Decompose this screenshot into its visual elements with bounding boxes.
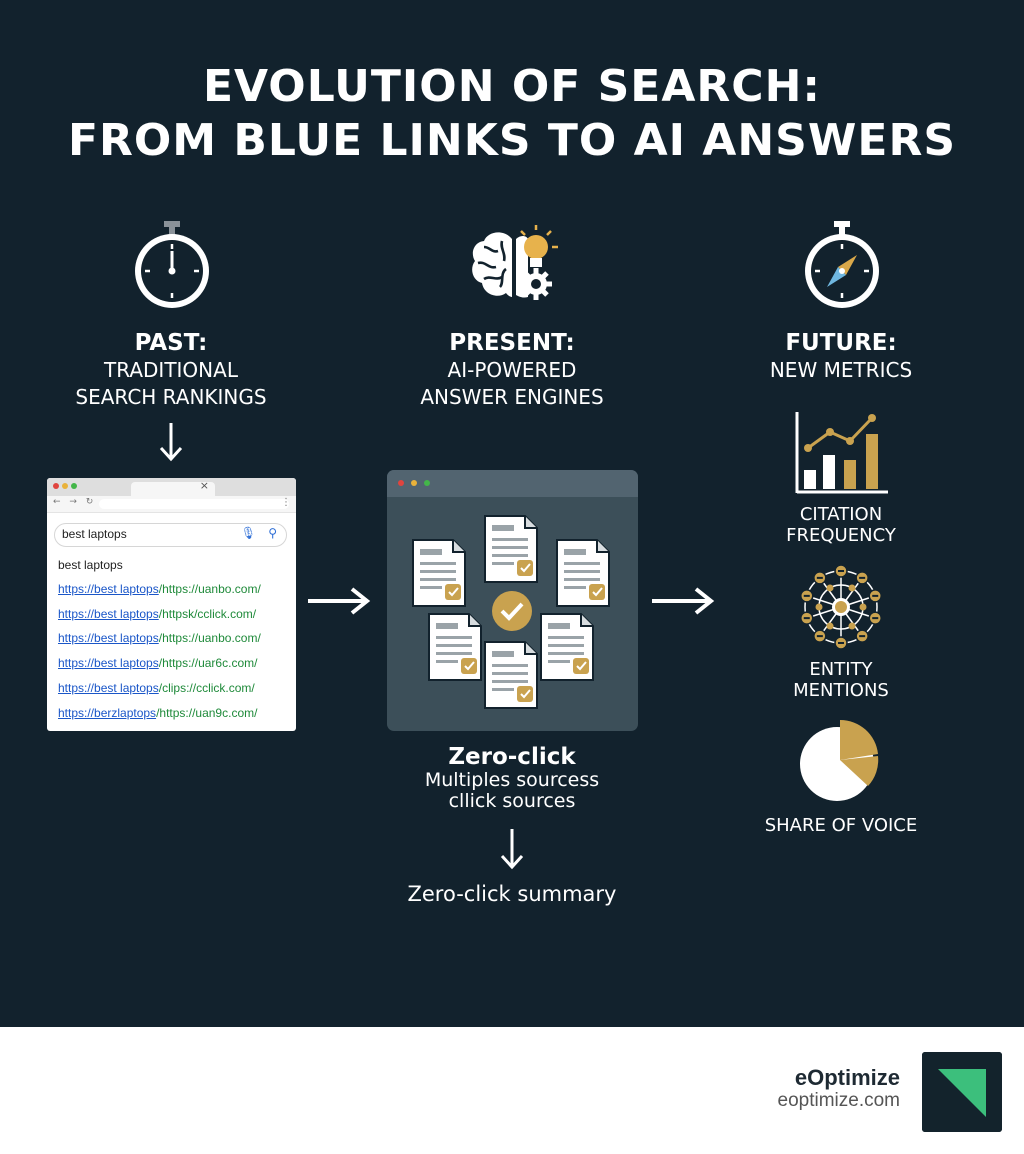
document-icon xyxy=(412,539,466,607)
down-arrow-icon xyxy=(500,829,524,870)
address-bar[interactable] xyxy=(99,499,289,509)
title-line-2: FROM BLUE LINKS TO AI ANSWERS xyxy=(67,115,957,166)
microphone-icon[interactable]: 🎙 xyxy=(240,526,256,540)
stopwatch-icon xyxy=(135,221,209,308)
present-heading: PRESENT: xyxy=(449,330,575,356)
ai-answer-panel xyxy=(387,470,638,731)
minimize-dot-icon xyxy=(62,483,68,489)
search-result[interactable]: https://best laptops/https://uanbo.com/ xyxy=(58,631,261,645)
navigation-icons[interactable]: ← → ↻ xyxy=(53,497,97,507)
results-query-label: best laptops xyxy=(58,558,123,572)
result-link[interactable]: https://best laptops xyxy=(58,681,159,695)
metric-share-of-voice: SHARE OF VOICE xyxy=(764,815,918,836)
past-subtitle-2: SEARCH RANKINGS xyxy=(75,385,267,409)
footer: eOptimize eoptimize.com xyxy=(0,1027,1024,1154)
search-icon[interactable]: ⚲ xyxy=(268,526,277,540)
close-dot-icon xyxy=(398,480,404,486)
result-link[interactable]: https://berzlaptops xyxy=(58,706,157,720)
result-link[interactable]: https://best laptops xyxy=(58,656,159,670)
document-icon xyxy=(484,515,538,583)
zero-click-summary: Zero-click summary xyxy=(407,882,617,906)
present-caption-title: Zero-click xyxy=(448,744,576,770)
present-subtitle-2: ANSWER ENGINES xyxy=(420,385,604,409)
close-dot-icon xyxy=(53,483,59,489)
minimize-dot-icon xyxy=(411,480,417,486)
result-link[interactable]: https://best laptops xyxy=(58,631,159,645)
present-caption-line-2: Multiples sourcess xyxy=(424,769,600,791)
past-heading: PAST: xyxy=(134,330,208,356)
brand-url[interactable]: eoptimize.com xyxy=(777,1090,901,1111)
panel-title-bar xyxy=(387,470,638,497)
dark-background: EVOLUTION OF SEARCH: FROM BLUE LINKS TO … xyxy=(0,0,1024,1027)
entity-network-icon xyxy=(800,564,882,650)
search-result[interactable]: https://best laptops/clips://cclick.com/ xyxy=(58,681,255,695)
source-documents xyxy=(412,515,610,709)
metric-citation-line-1: CITATION xyxy=(799,504,883,525)
right-arrow-icon xyxy=(652,587,715,615)
search-result[interactable]: https://berzlaptops/https://uan9c.com/ xyxy=(58,706,257,720)
result-link[interactable]: https://best laptops xyxy=(58,607,159,621)
maximize-dot-icon xyxy=(71,483,77,489)
title-line-1: EVOLUTION OF SEARCH: xyxy=(202,61,822,112)
menu-icon[interactable]: ⋮ xyxy=(281,497,291,508)
browser-toolbar: ← → ↻ ⋮ xyxy=(47,496,296,513)
browser-window: × ← → ↻ ⋮ best laptops 🎙 ⚲ best laptops … xyxy=(47,478,296,731)
result-url: /https://uanbo.com/ xyxy=(158,631,261,645)
past-subtitle-1: TRADITIONAL xyxy=(104,358,238,382)
brain-lightbulb-gear-icon xyxy=(472,225,558,300)
pie-chart-icon xyxy=(800,719,879,801)
metric-entity-line-2: MENTIONS xyxy=(793,680,889,701)
logo-icon xyxy=(922,1052,1002,1132)
document-icon xyxy=(428,613,482,681)
future-subtitle: NEW METRICS xyxy=(769,358,913,382)
search-result[interactable]: https://best laptops/https://uanbo.com/ xyxy=(58,582,261,596)
result-url: /https://uanbo.com/ xyxy=(158,582,261,596)
result-url: /https://uan9c.com/ xyxy=(156,706,258,720)
search-query: best laptops xyxy=(62,527,127,541)
compass-stopwatch-icon xyxy=(805,221,879,308)
present-caption-line-3: cllick sources xyxy=(448,790,576,812)
brand-name: eOptimize xyxy=(794,1065,900,1090)
bar-chart-icon xyxy=(795,412,888,494)
search-result[interactable]: https://best laptops/https://uar6c.com/ xyxy=(58,656,257,670)
result-link[interactable]: https://best laptops xyxy=(58,582,159,596)
document-icon xyxy=(556,539,610,607)
maximize-dot-icon xyxy=(424,480,430,486)
right-arrow-icon xyxy=(308,587,371,615)
metric-entity-line-1: ENTITY xyxy=(809,659,873,680)
document-icon xyxy=(540,613,594,681)
down-arrow-icon xyxy=(159,423,183,462)
browser-tab-bar: × xyxy=(47,478,296,496)
future-heading: FUTURE: xyxy=(785,330,897,356)
search-input[interactable]: best laptops 🎙 ⚲ xyxy=(54,523,287,547)
result-url: /https://uar6c.com/ xyxy=(158,656,258,670)
browser-tab[interactable]: × xyxy=(131,479,215,496)
tab-close-icon[interactable]: × xyxy=(199,479,209,492)
search-result[interactable]: https://best laptops/httpsk/cclick.com/ xyxy=(58,607,256,621)
result-url: /httpsk/cclick.com/ xyxy=(158,607,257,621)
check-circle-icon xyxy=(492,591,532,631)
document-icon xyxy=(484,641,538,709)
present-subtitle-1: AI-POWERED xyxy=(447,358,577,382)
result-url: /clips://cclick.com/ xyxy=(158,681,255,695)
metric-citation-line-2: FREQUENCY xyxy=(786,525,896,546)
